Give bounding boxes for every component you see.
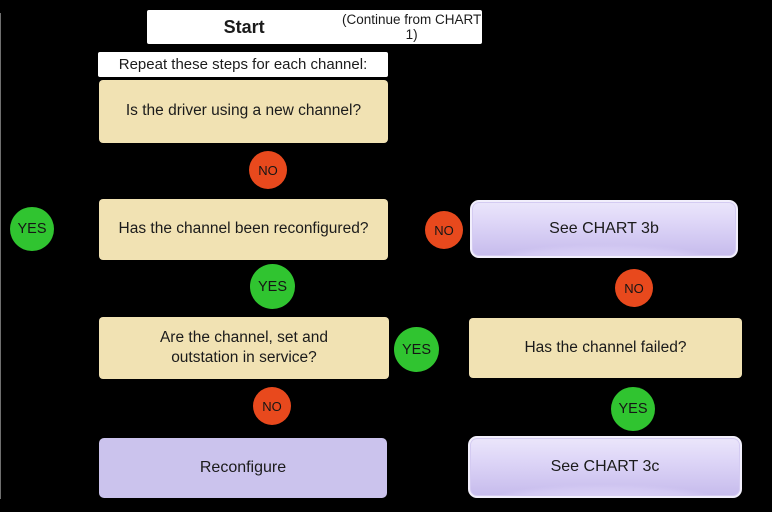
question-in-service: Are the channel, set and outstation in s… [99,317,389,379]
no-badge-chart3b-down: NO [615,269,653,307]
start-node: Start (Continue from CHART 1) [147,10,482,44]
repeat-steps-note: Repeat these steps for each channel: [98,52,388,77]
question-channel-failed: Has the channel failed? [469,318,742,378]
left-edge-line [0,13,1,499]
no-badge-in-service-down: NO [253,387,291,425]
question-new-channel: Is the driver using a new channel? [99,80,388,143]
yes-badge-reconfigured-left: YES [10,207,54,251]
yes-badge-reconfigured-down: YES [250,264,295,309]
action-see-chart-3c: See CHART 3c [468,436,742,498]
continue-from-chart1-label: (Continue from CHART 1) [341,12,482,42]
yes-badge-in-service: YES [394,327,439,372]
yes-badge-channel-failed: YES [611,387,655,431]
no-badge-reconfigured: NO [425,211,463,249]
action-reconfigure: Reconfigure [99,438,387,498]
no-badge-new-channel: NO [249,151,287,189]
question-in-service-line2: outstation in service? [171,349,317,366]
question-in-service-line1: Are the channel, set and [159,328,329,346]
question-reconfigured: Has the channel been reconfigured? [99,199,388,260]
start-title: Start [223,16,265,37]
action-see-chart-3b: See CHART 3b [470,200,738,258]
